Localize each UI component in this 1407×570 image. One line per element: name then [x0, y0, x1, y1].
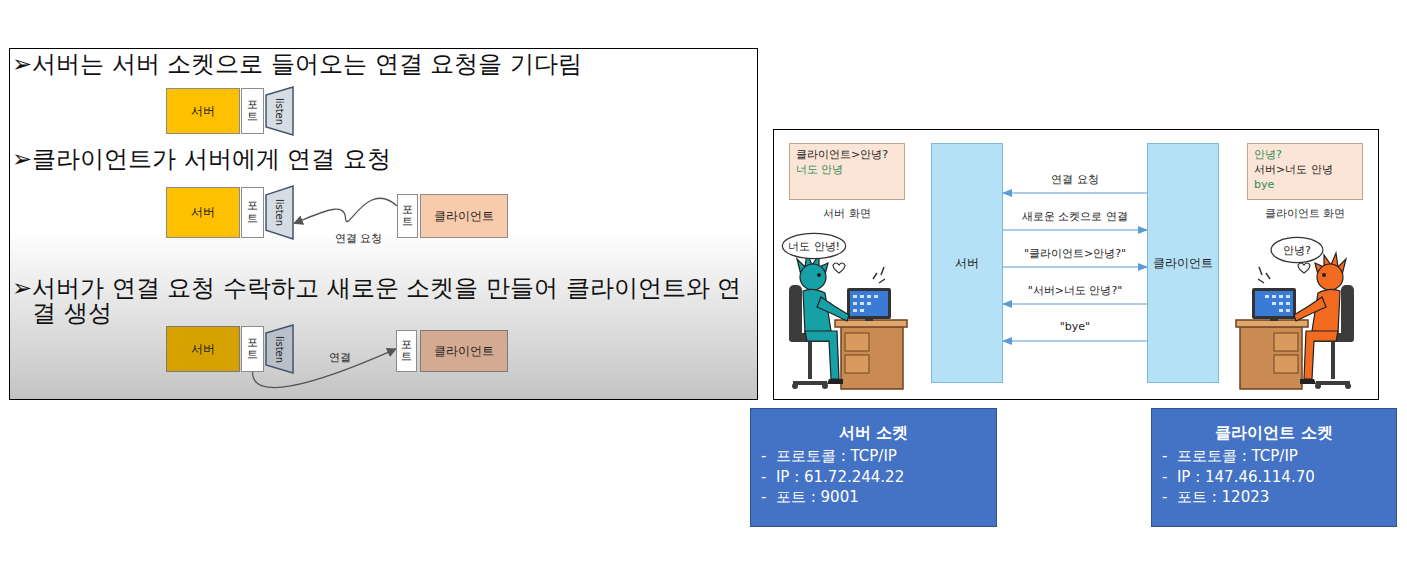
- screen-box: 안녕?서버>너도 안녕bye: [1247, 143, 1363, 200]
- edge-label: 연결 요청: [1049, 172, 1101, 187]
- socket-property: - IP : 147.46.114.70: [1162, 467, 1386, 488]
- slide-bullet-text: ➢서버는 서버 소켓으로 들어오는 연결 요청을 기다림: [12, 52, 582, 77]
- listen-trapezoid: listen: [265, 324, 294, 374]
- socket-property: - 프로토콜 : TCP/IP: [761, 446, 986, 467]
- listen-outline: [266, 186, 293, 239]
- box-label: 너도 안녕!: [788, 239, 840, 254]
- box-label: listen: [274, 97, 285, 124]
- screen-text: 클라이언트>안녕?: [796, 148, 888, 163]
- connector-arrow: [1003, 303, 1147, 304]
- socket-property: - 포트 : 12023: [1162, 487, 1386, 508]
- bubble-outline: [782, 233, 845, 258]
- screen-box: 클라이언트>안녕?너도 안녕: [789, 143, 905, 200]
- speech-bubble: 안녕?: [1270, 236, 1324, 264]
- connector-arrow: [1003, 340, 1147, 341]
- box-label: listen: [274, 199, 285, 226]
- box-label: 클라이언트: [434, 208, 494, 225]
- client-box: 클라이언트: [420, 330, 508, 372]
- socket-property: - IP : 61.72.244.22: [761, 467, 986, 488]
- listen-trapezoid: listen: [265, 86, 294, 136]
- listen-outline: [266, 325, 293, 373]
- box-label: 포트: [247, 200, 258, 224]
- box-label: 포트: [401, 339, 412, 363]
- box-label: 포트: [247, 99, 258, 123]
- client-box: 클라이언트: [420, 194, 508, 238]
- screen-caption: 서버 화면: [823, 206, 871, 221]
- edge-label: "서버>너도 안녕?": [1026, 283, 1125, 298]
- port-box: 포트: [241, 187, 264, 238]
- edge-label: "bye": [1058, 320, 1092, 333]
- slide-bullet-text: ➢클라이언트가 서버에게 연결 요청: [12, 147, 391, 172]
- client-screen: 안녕?서버>너도 안녕bye 클라이언트 화면: [1247, 143, 1363, 228]
- box-label: 서버: [191, 103, 215, 120]
- bubble-outline: [1271, 237, 1323, 262]
- port-box: 포트: [241, 326, 264, 372]
- box-label: listen: [274, 335, 285, 362]
- socket-property: - 프로토콜 : TCP/IP: [1162, 446, 1386, 467]
- slide-panel: [9, 48, 758, 400]
- server-column: 서버: [931, 143, 1003, 383]
- listen-outline: [266, 87, 293, 135]
- edge-label: 연결: [327, 350, 353, 365]
- socket-info-box: 서버 소켓- 프로토콜 : TCP/IP- IP : 61.72.244.22-…: [750, 408, 997, 527]
- edge-label: 새로운 소켓으로 연결: [1020, 209, 1130, 224]
- box-label: 안녕?: [1283, 243, 1311, 258]
- screen-text: bye: [1254, 178, 1274, 193]
- screen-text: 안녕?: [1254, 148, 1282, 163]
- box-label: 클라이언트: [434, 343, 494, 360]
- box-label: 서버: [191, 204, 215, 221]
- server-box: 서버: [166, 88, 240, 134]
- box-label: 포트: [402, 204, 413, 228]
- screen-caption: 클라이언트 화면: [1265, 206, 1346, 221]
- box-label: 클라이언트: [1153, 255, 1213, 272]
- edge-label: 연결 요청: [333, 231, 385, 246]
- socket-property: - 포트 : 9001: [761, 487, 986, 508]
- box-label: 서버: [191, 341, 215, 358]
- connector-arrow: [1003, 266, 1147, 267]
- socket-heading: 클라이언트 소켓: [1162, 423, 1386, 444]
- port-box: 포트: [396, 330, 417, 372]
- server-box: 서버: [166, 326, 240, 372]
- box-label: 포트: [247, 337, 258, 361]
- connector-arrow: [1003, 229, 1147, 230]
- server-box: 서버: [166, 187, 240, 238]
- socket-info-box: 클라이언트 소켓- 프로토콜 : TCP/IP- IP : 147.46.114…: [1151, 408, 1397, 527]
- slide-bullet-text: ➢서버가 연결 요청 수락하고 새로운 소켓을 만들어 클라이언트와 연결 생성: [12, 276, 754, 326]
- connector-arrow: [1003, 192, 1147, 193]
- port-box: 포트: [397, 194, 418, 238]
- socket-heading: 서버 소켓: [761, 423, 986, 444]
- server-screen: 클라이언트>안녕?너도 안녕서버 화면: [789, 143, 905, 228]
- connector-arrow: [294, 198, 397, 223]
- screen-text: 서버>너도 안녕: [1254, 163, 1333, 178]
- listen-trapezoid: listen: [265, 185, 294, 240]
- edge-label: "클라이언트>안녕?": [1022, 246, 1128, 261]
- box-label: 서버: [955, 255, 979, 272]
- screen-text: 너도 안녕: [796, 163, 844, 178]
- port-box: 포트: [241, 88, 264, 134]
- client-column: 클라이언트: [1147, 143, 1219, 383]
- speech-bubble: 너도 안녕!: [781, 232, 847, 260]
